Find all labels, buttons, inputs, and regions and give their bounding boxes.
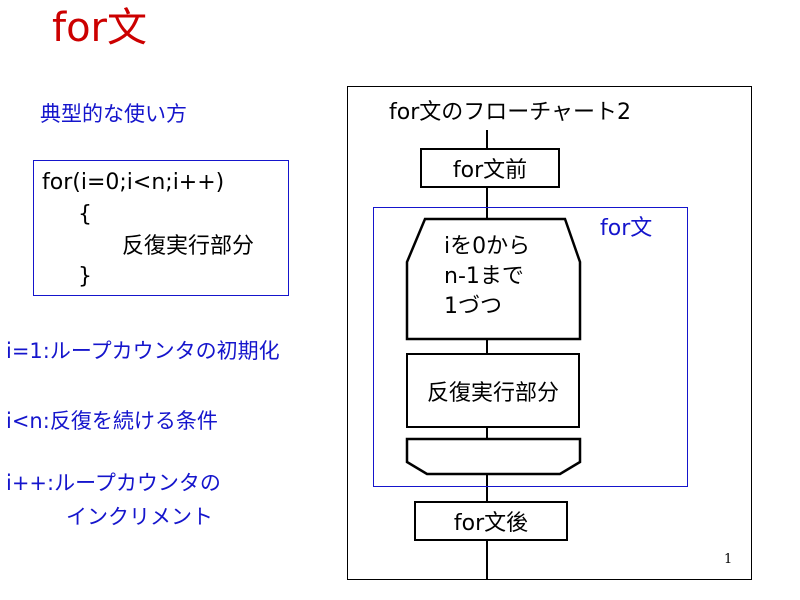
loop-start-line-3: 1づつ (444, 294, 502, 319)
for-loop-group (373, 207, 688, 487)
for-loop-label: for文 (600, 216, 653, 241)
note-condition: i<n:反復を続ける条件 (6, 409, 218, 433)
after-label: for文後 (453, 511, 529, 536)
after-box: for文後 (414, 501, 568, 541)
loop-start-line-1: iを0から (444, 234, 531, 259)
loop-start-line-2: n-1まで (444, 264, 524, 289)
page-number: 1 (724, 552, 733, 567)
connector-end-after (486, 473, 488, 501)
code-box: for(i=0;i<n;i++) { 反復実行部分 } (33, 160, 289, 296)
connector-before-loop (486, 187, 488, 220)
before-box: for文前 (420, 148, 560, 188)
connector-loop-body (486, 340, 488, 354)
note-init: i=1:ループカウンタの初期化 (6, 339, 280, 363)
code-line-2: { (78, 202, 92, 227)
note-increment: i++:ループカウンタの (6, 471, 221, 495)
loop-start-shape (405, 217, 582, 341)
note-increment-cont: インクリメント (66, 505, 213, 529)
code-line-3: 反復実行部分 (122, 234, 255, 259)
code-line-4: } (78, 264, 92, 289)
flowchart-title: for文のフローチャート2 (389, 100, 632, 125)
subheading: 典型的な使い方 (40, 102, 187, 126)
before-label: for文前 (452, 158, 528, 183)
connector-title-before (486, 130, 488, 148)
flowchart-panel (347, 86, 752, 580)
connector-body-end (486, 427, 488, 439)
connector-after-bottom (486, 540, 488, 580)
loop-end-shape (405, 437, 582, 476)
loop-start-text: iを0から n-1まで 1づつ (444, 232, 530, 322)
slide-title: for文 (52, 5, 147, 51)
code-line-1: for(i=0;i<n;i++) (42, 170, 225, 195)
body-box: 反復実行部分 (406, 353, 580, 428)
body-label: 反復実行部分 (426, 380, 559, 406)
